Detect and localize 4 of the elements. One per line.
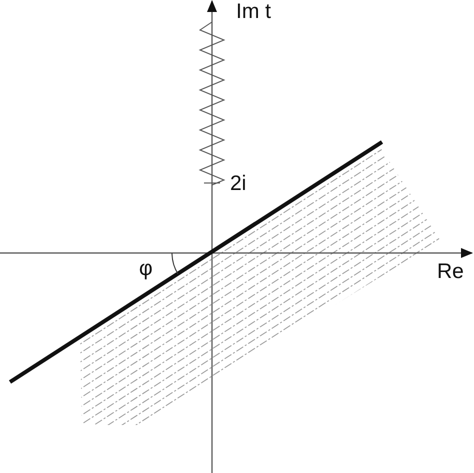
tick-label: 2i	[230, 173, 246, 194]
axis-label: Re	[437, 261, 464, 282]
axis-label: Im t	[236, 1, 271, 22]
angle-label: φ	[139, 258, 153, 279]
